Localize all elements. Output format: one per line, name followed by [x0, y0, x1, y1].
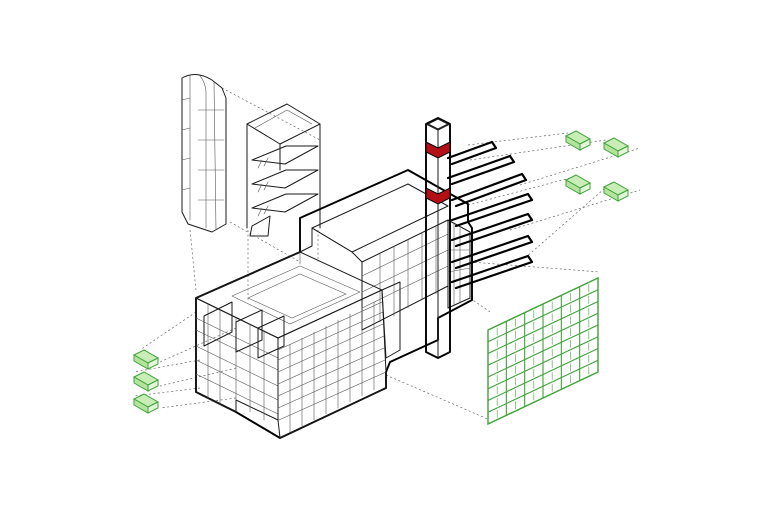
facade-grid-horizontal	[487, 336, 599, 390]
modules-left	[132, 349, 160, 414]
green-module	[602, 137, 630, 158]
facade-grid-horizontal	[487, 324, 599, 378]
green-module	[602, 181, 630, 202]
building-volume	[195, 169, 473, 439]
green-module	[132, 371, 160, 392]
curved-facade-panel	[181, 73, 227, 233]
green-module	[132, 349, 160, 370]
projection-lines	[133, 87, 641, 421]
facade-grid-horizontal	[487, 312, 599, 366]
facade-grid-horizontal	[487, 301, 599, 354]
green-module	[564, 174, 592, 195]
green-module	[564, 130, 592, 151]
facade-grid-horizontal	[487, 289, 599, 343]
facade-grid-horizontal	[487, 359, 599, 413]
facade-grid-horizontal	[487, 348, 599, 401]
modules-right	[564, 130, 630, 202]
chimney-band-top	[425, 141, 451, 159]
extension-arms	[446, 140, 534, 290]
green-module	[132, 393, 160, 414]
green-facade-panel	[487, 276, 599, 426]
chimney-band-lower	[425, 187, 451, 205]
chimney	[425, 117, 451, 359]
stair-core	[246, 103, 321, 237]
